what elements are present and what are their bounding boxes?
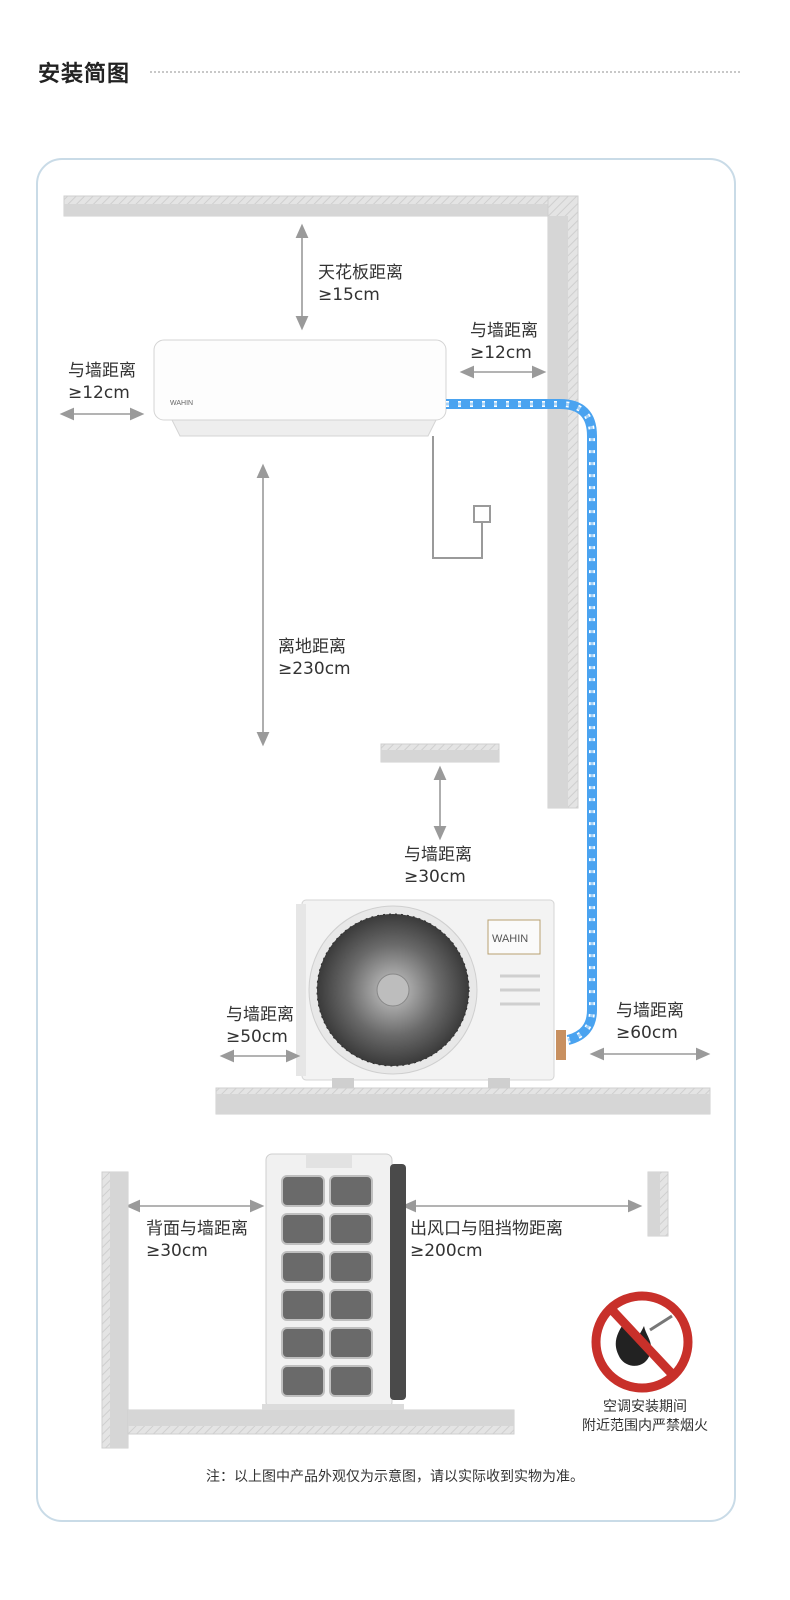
- ground-slab: [215, 1087, 711, 1115]
- indoor-left-wall-name: 与墙距离: [68, 361, 136, 381]
- ceiling-wall: [63, 195, 579, 217]
- no-fire-line2: 附近范围内严禁烟火: [582, 1418, 708, 1434]
- outdoor-top-wall-label: 与墙距离 ≥30cm: [404, 844, 472, 888]
- outdoor-unit-side-view: [262, 1153, 406, 1410]
- side-outlet-name: 出风口与阻挡物距离: [410, 1219, 563, 1239]
- outdoor-unit: WAHIN: [296, 899, 566, 1088]
- floor-distance-name: 离地距离: [278, 637, 346, 657]
- outdoor-right-wall-name: 与墙距离: [616, 1001, 684, 1021]
- indoor-unit: WAHIN: [153, 339, 447, 437]
- indoor-logo: WAHIN: [170, 400, 193, 407]
- outdoor-top-wall-name: 与墙距离: [404, 845, 472, 865]
- outdoor-right-wall-value: ≥60cm: [616, 1023, 678, 1043]
- floor-distance-label: 离地距离 ≥230cm: [278, 636, 351, 680]
- indoor-left-wall-value: ≥12cm: [68, 383, 130, 403]
- no-fire-line1: 空调安装期间: [603, 1399, 687, 1415]
- title-divider: [150, 71, 740, 73]
- no-fire-warning: 空调安装期间 附近范围内严禁烟火: [555, 1398, 735, 1436]
- floor-distance-value: ≥230cm: [278, 659, 351, 679]
- indoor-right-wall-value: ≥12cm: [470, 343, 532, 363]
- side-back-wall-value: ≥30cm: [146, 1241, 208, 1261]
- footnote: 注：以上图中产品外观仅为示意图，请以实际收到实物为准。: [206, 1469, 584, 1485]
- indoor-right-wall-name: 与墙距离: [470, 321, 538, 341]
- outdoor-left-wall-label: 与墙距离 ≥50cm: [226, 1004, 294, 1048]
- page-title: 安装简图: [38, 62, 131, 87]
- side-outlet-value: ≥200cm: [410, 1241, 483, 1261]
- outdoor-left-wall-value: ≥50cm: [226, 1027, 288, 1047]
- refrigerant-pipe: [446, 399, 597, 1045]
- no-fire-icon: [591, 1291, 693, 1393]
- indoor-right-wall-label: 与墙距离 ≥12cm: [470, 320, 538, 364]
- side-outlet-label: 出风口与阻挡物距离 ≥200cm: [410, 1218, 563, 1262]
- ceiling-distance-value: ≥15cm: [318, 285, 380, 305]
- indoor-left-wall-label: 与墙距离 ≥12cm: [68, 360, 136, 404]
- dimension-arrows: [59, 223, 711, 1213]
- drain-pipe: [432, 436, 491, 559]
- right-wall: [547, 195, 579, 809]
- outdoor-right-wall-label: 与墙距离 ≥60cm: [616, 1000, 684, 1044]
- side-view-walls: [101, 1171, 669, 1449]
- side-back-wall-label: 背面与墙距离 ≥30cm: [146, 1218, 248, 1262]
- outdoor-top-wall-value: ≥30cm: [404, 867, 466, 887]
- side-back-wall-name: 背面与墙距离: [146, 1219, 248, 1239]
- ceiling-distance-label: 天花板距离 ≥15cm: [318, 262, 403, 306]
- ceiling-distance-name: 天花板距离: [318, 263, 403, 283]
- diagram-frame: [36, 158, 736, 1522]
- outdoor-left-wall-name: 与墙距离: [226, 1005, 294, 1025]
- upper-ledge: [380, 743, 500, 763]
- outdoor-logo: WAHIN: [492, 933, 528, 945]
